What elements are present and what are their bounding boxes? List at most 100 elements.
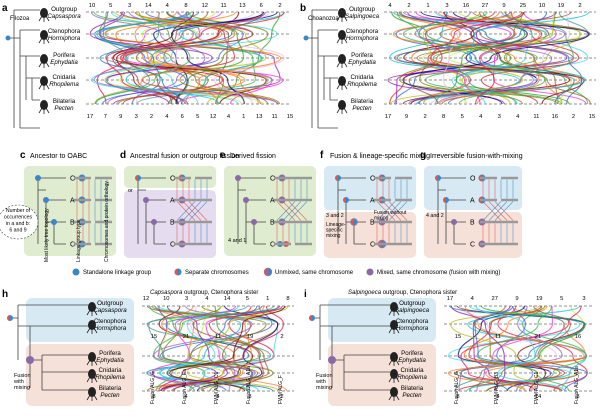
- count-note: 3 and 2: [326, 213, 344, 219]
- tip-label: A: [270, 198, 275, 205]
- ortholog-link: [388, 201, 408, 221]
- count-label: 27: [482, 3, 488, 9]
- count-label: 1: [426, 3, 429, 9]
- count-label: 27: [491, 296, 497, 302]
- panel-letter: c: [20, 150, 26, 161]
- ortholog-ribbon: [96, 11, 220, 105]
- count-label: 4: [516, 114, 520, 120]
- ortholog-ribbon: [474, 305, 588, 392]
- blue-dot-icon: [43, 197, 49, 203]
- scenario-box-bottom: [324, 212, 416, 258]
- species-name: Pecten: [352, 105, 372, 112]
- count-label: 11: [533, 114, 539, 120]
- ortholog-ribbon: [99, 11, 264, 105]
- ortholog-ribbon: [93, 11, 279, 105]
- ortholog-ribbon: [402, 11, 546, 105]
- red-blue-split-icon: [343, 197, 349, 203]
- column-label: FWM ALG_C1: [534, 372, 540, 404]
- panel-letter: g: [420, 150, 426, 161]
- purple-dot-icon: [451, 219, 457, 225]
- panel-h-ribbons: [142, 305, 294, 392]
- species-name: Salpingoeca: [345, 13, 380, 20]
- mini-synteny-plot: [374, 176, 412, 246]
- count-label: 15: [151, 334, 157, 340]
- organism-icon: [38, 30, 50, 44]
- legend-item-unmixed: Unmixed, same chromosome: [263, 267, 354, 277]
- panel-a-tree: [8, 9, 40, 129]
- panel-i-ingroup-box: [328, 344, 436, 406]
- count-label: 19: [536, 296, 542, 302]
- panel-h-title-rest: outgroup, Ctenophora sister: [182, 290, 258, 296]
- organism-icon: [336, 30, 348, 44]
- red-blue-ring-icon: [350, 218, 358, 226]
- group-name: Outgroup: [399, 300, 425, 307]
- count-label: 9: [515, 296, 518, 302]
- species-name: Ephydatia: [398, 357, 426, 364]
- column-label: FWM ALG_F: [278, 375, 284, 404]
- ortholog-ribbon: [496, 305, 534, 392]
- count-label: 17: [385, 114, 391, 120]
- species-name: Hormiphora: [346, 35, 379, 42]
- count-label: 2: [578, 3, 581, 9]
- purple-dot-icon: [251, 219, 257, 225]
- panel-h-root-node: [7, 315, 13, 321]
- count-label: 15: [287, 114, 293, 120]
- ortholog-ribbon: [400, 11, 574, 105]
- panel-i-fusion-node: [328, 356, 336, 364]
- ortholog-ribbon: [449, 305, 586, 392]
- count-label: 9: [119, 114, 122, 120]
- count-label: 4: [184, 394, 188, 400]
- ortholog-ribbon: [124, 11, 254, 105]
- organism-icon: [38, 100, 50, 114]
- ortholog-ribbon: [469, 305, 586, 392]
- red-blue-split-icon: [174, 268, 182, 276]
- ortholog-ribbon: [432, 11, 589, 105]
- tip-label: A: [170, 198, 175, 205]
- count-label: 5: [109, 3, 112, 9]
- ortholog-ribbon: [154, 305, 236, 392]
- panel-i-outgroup-box: [328, 298, 436, 342]
- group-name: Porifera: [401, 350, 423, 357]
- tip-label: A: [370, 198, 375, 205]
- count-label: 10: [539, 3, 545, 9]
- panel-b-tree: [306, 9, 338, 129]
- tip-label: C: [170, 242, 175, 249]
- tip-label: O: [470, 176, 476, 183]
- species-name: Rhopilema: [347, 81, 377, 88]
- panel-b: b Choanozoa OutgroupSalpingoecaCtenophor…: [300, 3, 596, 129]
- species-name: Capsaspora: [47, 13, 81, 20]
- ortholog-link: [276, 201, 296, 221]
- panel-h-fusion-node: [26, 356, 34, 364]
- count-label: 2: [278, 3, 281, 9]
- count-label: 3: [185, 296, 188, 302]
- count-label: 2: [423, 114, 426, 120]
- legend: Standalone linkage group Separate chromo…: [72, 267, 500, 277]
- legend-label: Standalone linkage group: [83, 270, 152, 276]
- scenario-box-bottom: [424, 212, 522, 258]
- tip-label: C: [70, 242, 75, 249]
- ortholog-ribbon: [166, 305, 228, 392]
- mini-synteny-plot: [480, 176, 518, 246]
- organism-icon: [336, 8, 348, 22]
- panel-a-ribbons: [86, 11, 290, 105]
- species-name: Rhopilema: [397, 374, 427, 381]
- ortholog-ribbon: [475, 305, 566, 392]
- count-label: 16: [552, 114, 558, 120]
- count-label: 3: [498, 114, 501, 120]
- or-note: or: [128, 188, 133, 194]
- panel-b-root-node: [303, 35, 309, 41]
- legend-item-mixed: Mixed, same chromosome (fusion with mixi…: [366, 268, 500, 276]
- count-note: 4 and 2: [426, 213, 444, 219]
- count-label: 2: [572, 114, 575, 120]
- panel-title: Derived fission: [230, 153, 276, 160]
- species-name: Rhopilema: [95, 374, 125, 381]
- ortholog-ribbon: [387, 11, 568, 105]
- count-label: 8: [456, 394, 459, 400]
- count-label: 13: [239, 3, 245, 9]
- panel-i-root-node: [309, 315, 315, 321]
- species-name: Hormiphora: [396, 325, 429, 332]
